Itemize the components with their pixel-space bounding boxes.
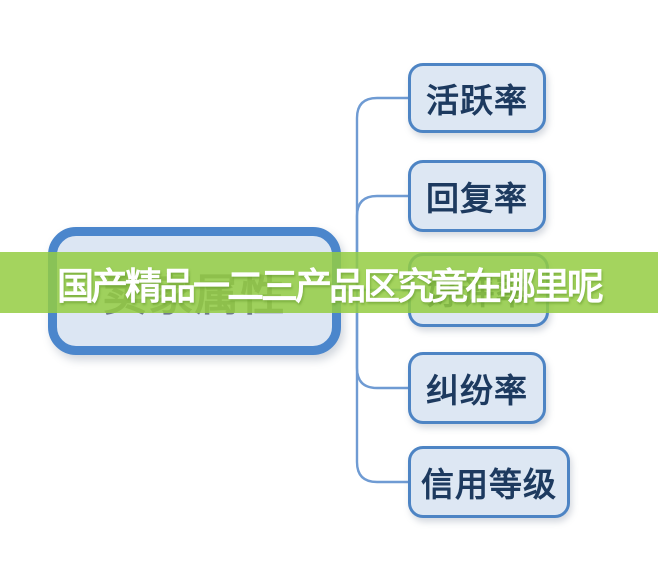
node-credit-level: 信用等级: [408, 446, 570, 518]
node-label: 活跃率: [426, 81, 528, 120]
connector-to-node-2: [355, 194, 411, 292]
connector-to-node-1: [355, 96, 411, 292]
node-activity-rate: 活跃率: [408, 63, 546, 133]
node-dispute-rate: 纠纷率: [408, 352, 546, 424]
watermark-text: 国产精品一二三产品区究竟在哪里呢: [57, 264, 604, 308]
watermark-banner: 国产精品一二三产品区究竟在哪里呢: [0, 252, 658, 313]
node-reply-rate: 回复率: [408, 160, 546, 232]
node-label: 纠纷率: [426, 371, 528, 410]
node-label: 信用等级: [421, 465, 557, 504]
node-label: 回复率: [426, 179, 528, 218]
connector-to-node-5: [355, 288, 411, 484]
